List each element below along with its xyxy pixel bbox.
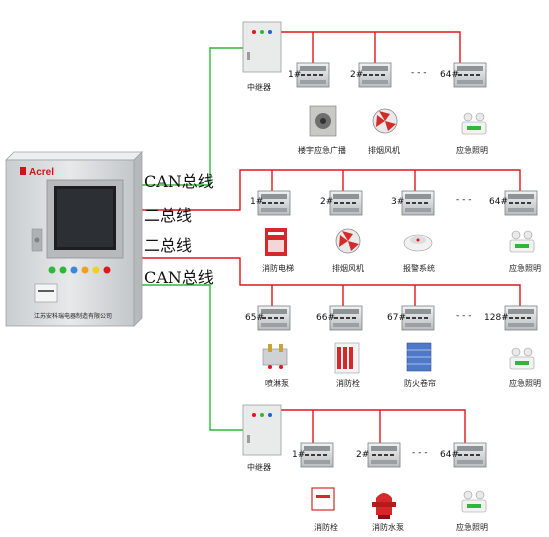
bus-label-2: 二总线: [144, 206, 193, 225]
device-label: 排烟风机: [368, 146, 400, 155]
emergency-light-icon: [461, 490, 487, 513]
bus-label-3: 二总线: [144, 236, 193, 255]
device-icons: [262, 105, 535, 519]
cabinet-printer: [34, 283, 58, 303]
device-label: 报警系统: [403, 264, 435, 273]
repeater-top: [242, 21, 282, 73]
acrel-logo: [20, 167, 26, 175]
ellipsis: - - -: [456, 311, 472, 321]
device-label: 应急照明: [456, 523, 488, 532]
device-label: 防火卷帘: [404, 379, 436, 388]
device-label: 应急照明: [456, 146, 488, 155]
module-number: 64#: [489, 197, 508, 207]
bus-label-4: CAN总线: [144, 268, 214, 287]
device-label: 喷淋泵: [265, 379, 289, 388]
red-links: [140, 31, 521, 445]
module-number: 2#: [350, 70, 364, 80]
indicator-lights: [48, 266, 111, 274]
device-label: 消防栓: [336, 379, 360, 388]
device-label: 应急照明: [509, 264, 541, 273]
fire-hydrant-box-icon: [311, 487, 335, 511]
cabinet-footer: 江苏安科瑞电器制造有限公司: [34, 313, 113, 320]
brand-name: Acrel: [29, 167, 54, 178]
emergency-light-icon: [461, 112, 487, 135]
green-links: [140, 47, 243, 431]
repeater-label-bottom: 中继器: [247, 463, 271, 472]
bus-label-1: CAN总线: [144, 172, 214, 191]
module-number: 2#: [320, 197, 334, 207]
smoke-exhaust-fan-icon: [335, 228, 361, 254]
fire-elevator-icon: [265, 228, 287, 256]
fire-control-cabinet: Acrel: [5, 151, 143, 327]
module-number: 67#: [387, 313, 406, 323]
module-number: 64#: [440, 450, 459, 460]
broadcast-speaker-icon: [309, 105, 337, 137]
device-label: 楼宇应急广播: [298, 146, 346, 155]
repeater-label-top: 中继器: [247, 83, 271, 92]
module-number: 1#: [292, 450, 306, 460]
device-label: 排烟风机: [332, 264, 364, 273]
device-label: 消防电梯: [262, 264, 294, 273]
module-number: 2#: [356, 450, 370, 460]
cabinet-screen: [46, 179, 124, 259]
repeater-bottom: [242, 404, 282, 456]
ellipsis: - - -: [411, 68, 427, 78]
sprinkler-pump-icon: [262, 344, 288, 369]
fire-shutter-icon: [406, 342, 432, 372]
module-number: 1#: [288, 70, 302, 80]
module-number: 1#: [250, 197, 264, 207]
smoke-exhaust-fan-icon: [372, 108, 398, 134]
module-number: 3#: [391, 197, 405, 207]
fire-hydrant-cabinet-icon: [334, 342, 360, 374]
device-label: 消防栓: [314, 523, 338, 532]
fire-water-pump-icon: [372, 493, 396, 519]
device-label: 消防水泵: [372, 523, 404, 532]
module-number: 64#: [440, 70, 459, 80]
emergency-light-icon: [509, 347, 535, 370]
emergency-light-icon: [509, 230, 535, 253]
module-number: 128#: [484, 313, 509, 323]
device-label: 应急照明: [509, 379, 541, 388]
smoke-detector-icon: [403, 234, 433, 252]
module-number: 65#: [245, 313, 264, 323]
modules: [257, 62, 538, 468]
ellipsis: - - -: [456, 195, 472, 205]
module-number: 66#: [316, 313, 335, 323]
ellipsis: - - -: [412, 448, 428, 458]
